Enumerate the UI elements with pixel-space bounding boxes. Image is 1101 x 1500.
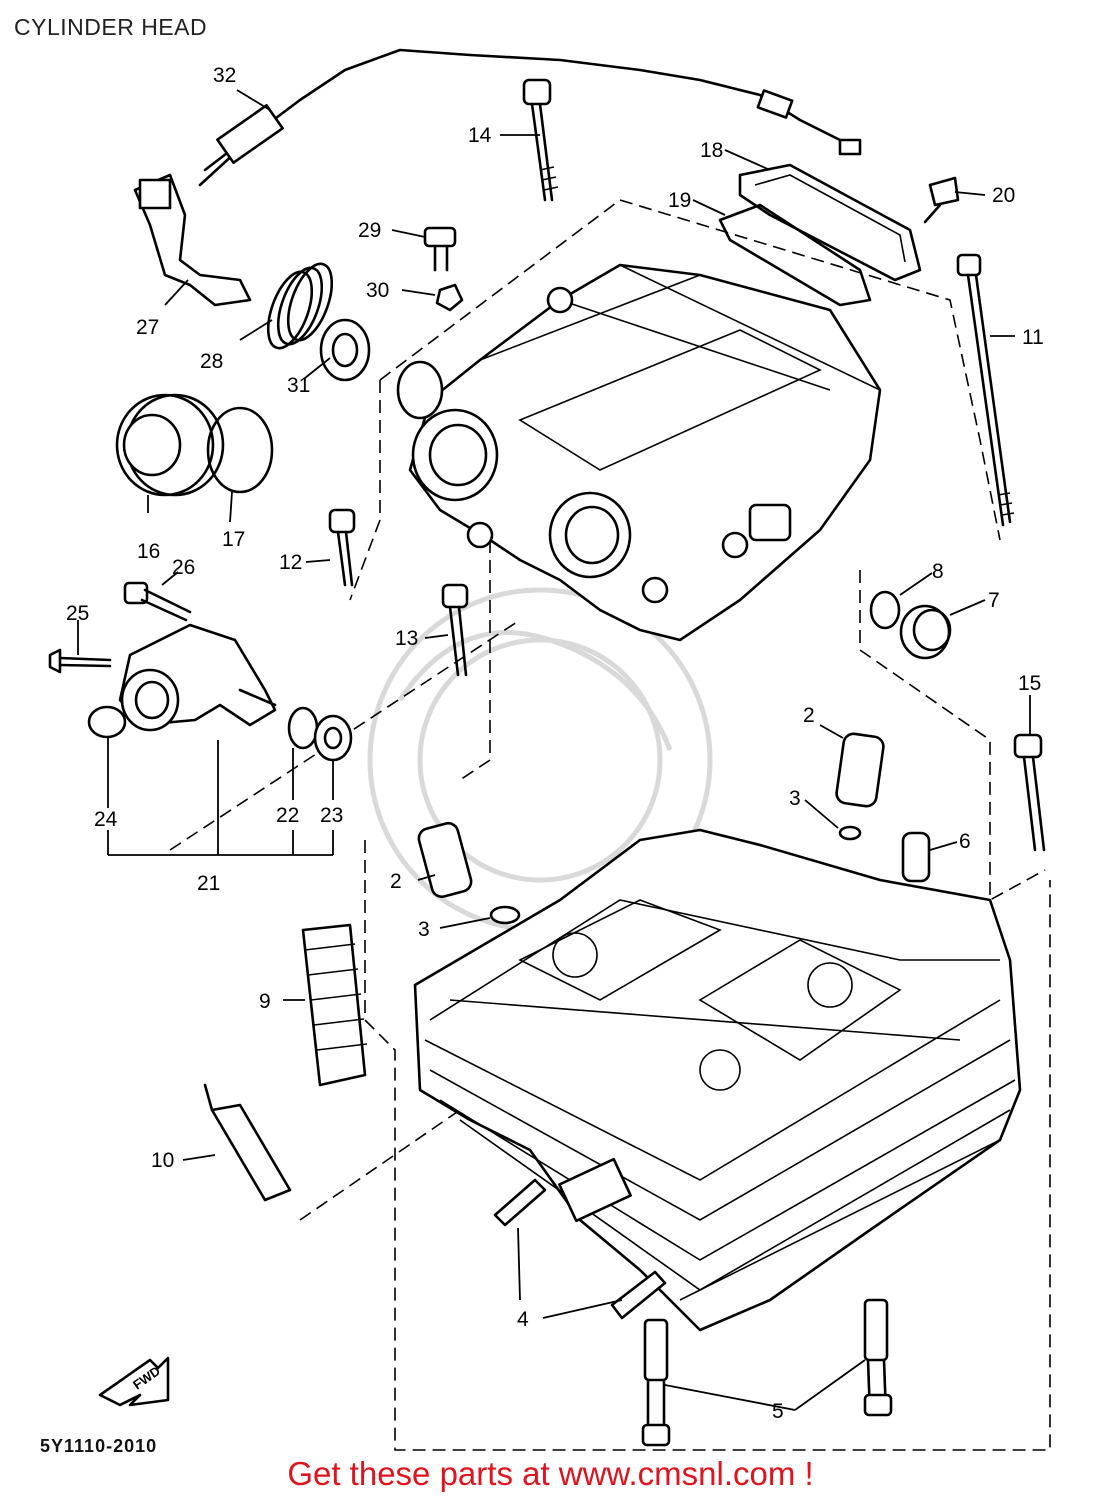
part-2-valve-guide-right: [835, 732, 885, 808]
part-31-oil-seal: [319, 318, 371, 382]
callout-21: 21: [197, 872, 220, 895]
callout-23: 23: [320, 804, 343, 827]
callout-18: 18: [700, 139, 723, 162]
part-5-bolt-right: [863, 1298, 893, 1417]
part-24-seal: [87, 705, 127, 739]
callout-25: 25: [66, 602, 89, 625]
callout-20: 20: [992, 184, 1015, 207]
callout-15: 15: [1018, 672, 1041, 695]
callout-24: 24: [94, 808, 118, 831]
callout-19: 19: [668, 189, 691, 212]
callout-11: 11: [1022, 326, 1044, 349]
part-29-bolt: [423, 226, 457, 272]
part-21-pump-assembly: [118, 623, 277, 732]
callout-28: 28: [200, 350, 223, 373]
callout-12: 12: [279, 551, 302, 574]
leader-lines: [77, 89, 1031, 1411]
cylinder-head: [413, 828, 1022, 1332]
callout-22: 22: [276, 804, 299, 827]
part-27-nozzle: [133, 173, 252, 307]
part-16-cap: [115, 393, 225, 497]
part-12-bolt: [328, 508, 356, 587]
callout-labels: 32 14 18 19 20 29 30 27 28 31 11 16 17 1…: [66, 64, 1044, 1423]
callout-14: 14: [468, 124, 492, 147]
callout-3-left: 3: [418, 918, 430, 941]
callout-29: 29: [358, 219, 381, 242]
callout-5: 5: [772, 1400, 784, 1423]
callout-31: 31: [287, 374, 310, 397]
part-4-stud-right: [610, 1270, 667, 1320]
drawing-code: 5Y1110-2010: [40, 1436, 158, 1456]
callout-17: 17: [222, 528, 245, 551]
callout-16: 16: [137, 540, 160, 563]
part-14-bolt: [522, 78, 559, 202]
part-3-clip-left: [489, 905, 521, 925]
page-title: CYLINDER HEAD: [14, 14, 208, 40]
part-23-seal: [313, 714, 353, 762]
callout-26: 26: [172, 556, 195, 579]
callout-9: 9: [259, 990, 271, 1013]
part-7-plug: [899, 604, 952, 660]
part-28-spring: [266, 262, 334, 350]
part-15-stud: [1013, 733, 1046, 852]
part-20-screw: [923, 176, 960, 224]
callout-2-right: 2: [803, 704, 815, 727]
part-17-o-ring: [206, 406, 274, 494]
callout-30: 30: [366, 279, 389, 302]
callout-27: 27: [136, 316, 159, 339]
part-25-screw: [48, 648, 112, 674]
callout-6: 6: [959, 830, 971, 853]
part-5-bolt-left: [641, 1318, 671, 1447]
part-9-spring: [301, 923, 368, 1087]
cylinder-head-cover: [396, 263, 882, 642]
callout-8: 8: [932, 560, 944, 583]
part-2-valve-guide-left: [417, 821, 473, 899]
part-18-19-cover-gasket: [718, 163, 922, 307]
footer-banner-link[interactable]: Get these parts at www.cmsnl.com !: [287, 1455, 814, 1492]
callout-2-left: 2: [390, 870, 402, 893]
fwd-arrow-icon: FWD: [98, 1356, 170, 1407]
part-10-spark-plug: [203, 1083, 292, 1202]
callout-13: 13: [395, 627, 418, 650]
callout-32: 32: [213, 64, 236, 87]
part-6-dowel-pin: [901, 831, 931, 883]
part-30-nut: [435, 283, 464, 312]
part-4-stud-left: [493, 1178, 547, 1227]
callout-4: 4: [517, 1308, 529, 1331]
part-32-cable: [198, 48, 862, 187]
part-3-clip-right: [838, 825, 862, 841]
part-26-bolt: [123, 581, 192, 622]
callout-7: 7: [988, 589, 1000, 612]
part-11-stud: [956, 253, 1015, 527]
callout-10: 10: [151, 1149, 174, 1172]
part-22-o-ring: [287, 706, 319, 750]
part-13-bolt: [441, 583, 469, 677]
part-8-o-ring: [869, 590, 901, 630]
callout-3-right: 3: [789, 787, 801, 810]
